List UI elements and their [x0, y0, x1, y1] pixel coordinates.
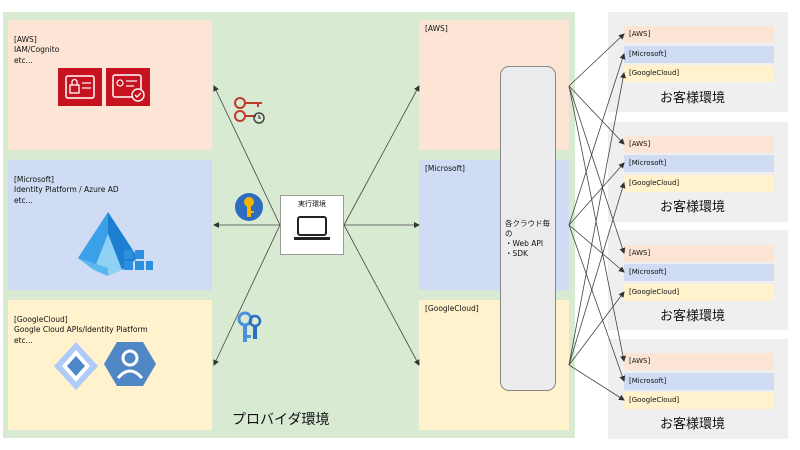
customer-2-microsoft: [Microsoft]: [624, 155, 774, 172]
sdk-api-text: 各クラウド毎 の ・Web API ・SDK: [505, 219, 550, 258]
middle-aws-label: [AWS]: [425, 24, 448, 33]
key-yellow-icon: [235, 193, 263, 221]
provider-googlecloud-text: [GoogleCloud] Google Cloud APIs/Identity…: [14, 314, 148, 345]
customer-4-aws: [AWS]: [624, 353, 774, 370]
sdk-api-box: 各クラウド毎 の ・Web API ・SDK: [500, 66, 556, 391]
customer-1-title: お客様環境: [660, 91, 726, 106]
gcp-diamond-icon: [54, 342, 98, 390]
aws-iam-icon: [58, 68, 102, 106]
gcp-identity-icon: [104, 342, 156, 386]
customer-3-googlecloud: [GoogleCloud]: [624, 284, 774, 301]
customer-2-aws: [AWS]: [624, 136, 774, 153]
middle-microsoft-label: [Microsoft]: [425, 164, 465, 173]
customer-2-googlecloud: [GoogleCloud]: [624, 175, 774, 192]
middle-googlecloud-label: [GoogleCloud]: [425, 304, 479, 313]
customer-3-aws: [AWS]: [624, 245, 774, 262]
customer-4-microsoft: [Microsoft]: [624, 373, 774, 390]
provider-environment-title: プロバイダ環境: [232, 412, 330, 428]
key-blue-icon: [237, 311, 262, 342]
customer-3-title: お客様環境: [660, 309, 726, 324]
runtime-label: 実行環境: [298, 200, 326, 208]
customer-2-title: お客様環境: [660, 200, 726, 215]
runtime-environment-box: 実行環境: [280, 195, 344, 255]
key-red-icon: [234, 97, 265, 124]
aws-cognito-icon: [106, 68, 150, 106]
customer-4-title: お客様環境: [660, 417, 726, 432]
customer-3-microsoft: [Microsoft]: [624, 264, 774, 281]
customer-1-googlecloud: [GoogleCloud]: [624, 65, 774, 82]
provider-aws-text: [AWS] IAM/Cognito etc...: [14, 34, 60, 65]
provider-microsoft-text: [Microsoft] Identity Platform / Azure AD…: [14, 174, 119, 205]
customer-4-googlecloud: [GoogleCloud]: [624, 392, 774, 409]
azure-ad-icon: [78, 212, 153, 276]
customer-1-aws: [AWS]: [624, 26, 774, 43]
laptop-icon: [294, 216, 330, 240]
customer-1-microsoft: [Microsoft]: [624, 46, 774, 63]
